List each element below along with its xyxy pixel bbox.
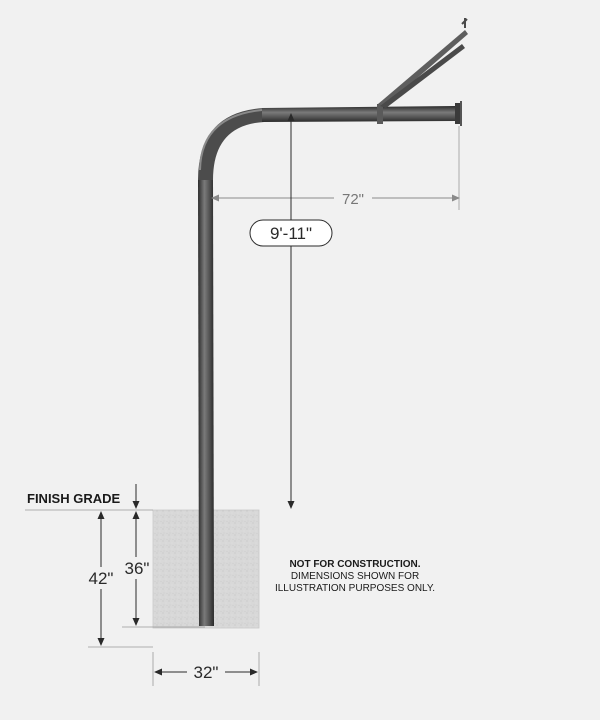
finish-grade-label: FINISH GRADE [27, 491, 121, 506]
bracket-arm [378, 18, 468, 108]
height-dimension-pill [249, 219, 333, 247]
height-dimension-label: 9'-11" [270, 224, 312, 243]
height-dimension [249, 113, 333, 509]
note-line-2: ILLUSTRATION PURPOSES ONLY. [275, 583, 435, 594]
embedment-dimension [122, 511, 152, 626]
overhang-dimension-label: 72" [342, 191, 364, 208]
note-line-1: DIMENSIONS SHOWN FOR [291, 571, 419, 582]
overhang-dimension [211, 126, 460, 210]
embedment-dimension-label: 36" [125, 559, 150, 578]
note-title: NOT FOR CONSTRUCTION. [289, 559, 420, 570]
footing-depth-dimension [86, 511, 116, 646]
footing-depth-dimension-label: 42" [89, 569, 114, 588]
footing-width-dimension [152, 652, 260, 686]
bollard-pipe [198, 101, 462, 626]
footing-width-dimension-label: 32" [194, 663, 219, 682]
